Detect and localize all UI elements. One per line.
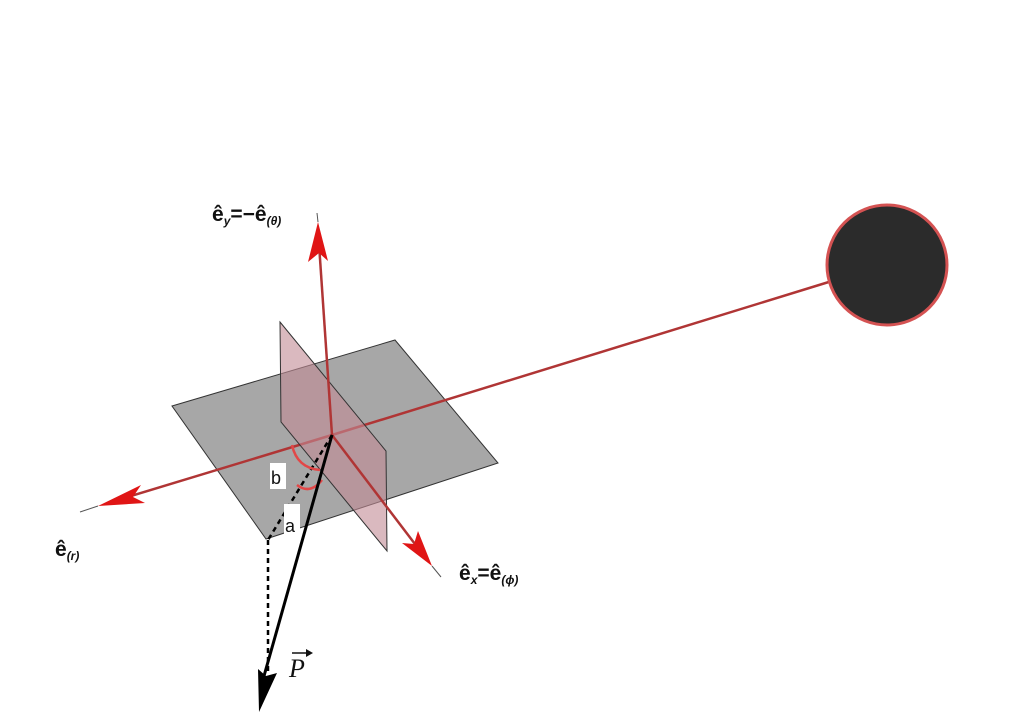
er-arrowhead [98,485,145,506]
ex-axis-tip [431,565,442,578]
ey-axis-line [317,243,334,436]
angle-b-arc [290,444,321,472]
angle-a-label: a [285,516,296,536]
radial-line-to-sphere [331,279,833,437]
angle-b-label-box [270,463,286,489]
angle-b-label: b [271,468,281,488]
sphere [825,203,949,327]
er-axis-line [107,433,333,505]
er-axis-tip [79,505,99,513]
vector-p-line [262,434,334,677]
vector-p-label: P [288,654,305,683]
ey-axis-tip [316,212,319,223]
vector-p-overarrow [292,649,313,657]
ey-arrowhead [308,222,328,262]
er-label: ê(r) [55,538,79,563]
vector-p-arrowhead [258,669,277,712]
angle-a-label-box [284,504,300,538]
ex-axis-line [331,434,419,549]
ex-arrowhead [402,531,432,566]
ex-label: êx=ê(ϕ) [459,562,518,587]
dashed-projection-horizontal [266,434,334,541]
ey-label: êy=−ê(θ) [212,203,281,228]
